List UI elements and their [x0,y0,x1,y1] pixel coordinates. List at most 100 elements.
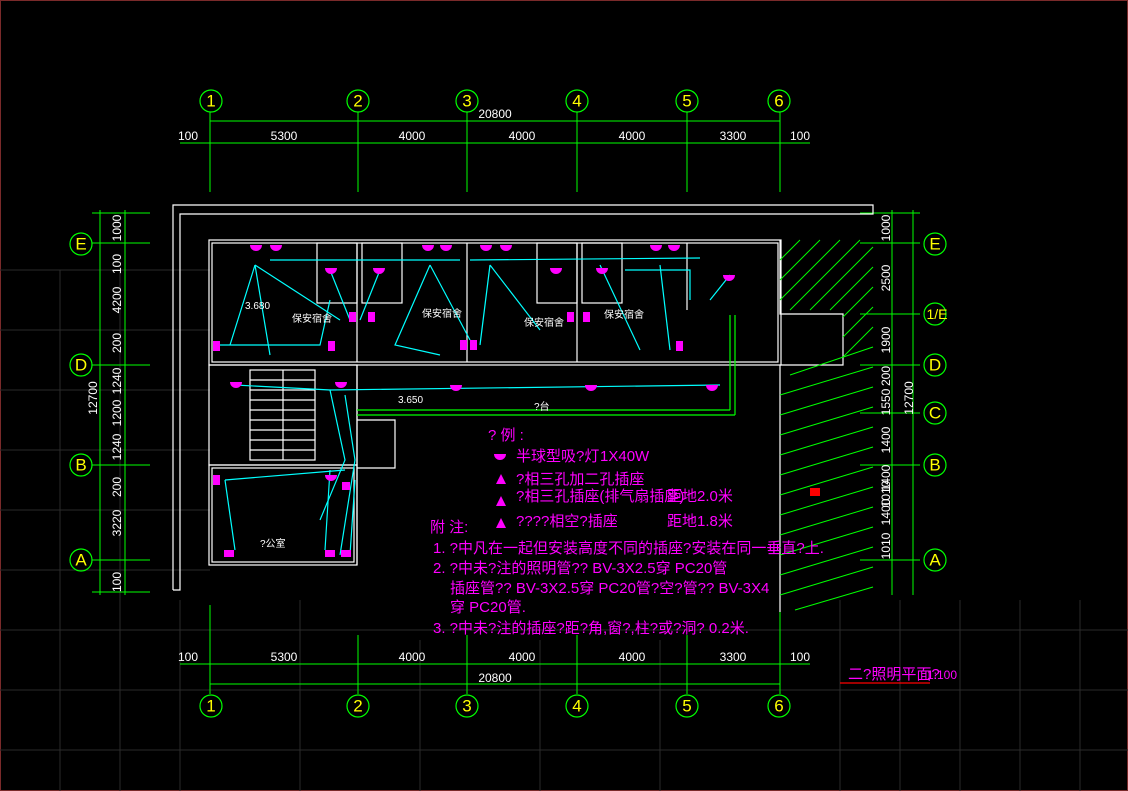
hatched-area [779,239,874,611]
right-dim-5: 1400 [879,426,893,453]
building-walls [172,204,874,612]
legend-item-2-text: ?相三孔加二孔插座 [516,471,644,488]
right-dim-3: 200 [879,366,893,386]
axis-right-d: D [929,356,941,375]
notes: 附 注: 1. ?中凡在一起但安装高度不同的插座?安装在同一垂直?上. 2. ?… [430,519,824,637]
legend-item-1-note: 1X40W [600,448,650,465]
axis-right-a: A [929,551,941,570]
legend-item-3-text: ?相三孔插座(排气扇插座) [516,488,684,505]
right-dim-6: 1400 [879,464,893,491]
top-dim-4: 4000 [619,129,646,143]
axis-left-a: A [75,551,87,570]
right-dim-1: 2500 [879,264,893,291]
axis-bubbles-right: E 1/E D C B A [923,232,948,572]
room-label-office: ?公室 [260,537,286,550]
legend-title: ? 例 : [488,427,524,444]
notes-line-1: 1. ?中凡在一起但安装高度不同的插座?安装在同一垂直?上. [433,540,824,557]
legend-item-4-note: 距地1.8米 [667,513,733,530]
axis-right-1e: 1/E [926,306,947,322]
axis-bottom-3: 3 [462,697,471,716]
right-dim-2: 1900 [879,326,893,353]
top-dim-6: 100 [790,129,810,143]
notes-line-4: 穿 PC20管. [450,599,526,616]
right-dim-8: 1400 [879,498,893,525]
axis-bubbles-left: E D B A [69,232,93,572]
axis-left-e: E [75,235,86,254]
bottom-dim-0: 100 [178,650,198,664]
axis-bubbles-bottom: 1 2 3 4 5 6 [199,694,791,718]
axis-bottom-1: 1 [206,697,215,716]
level-mark-2: 3.650 [398,395,423,406]
left-dim-3: 200 [110,333,124,353]
legend-ac-socket-icon [496,518,506,528]
top-dim-1: 5300 [271,129,298,143]
axis-left-b: B [75,456,86,475]
axis-left-d: D [75,356,87,375]
drawing-title: 二?照明平面? [848,666,940,683]
drawing-scale: 1:100 [927,668,957,682]
wiring [215,257,731,556]
drawing-title-block[interactable]: 二?照明平面? 1:100 [840,666,957,684]
right-total-height: 12700 [902,381,916,415]
top-dim-2: 4000 [399,129,426,143]
bottom-dim-4: 4000 [619,650,646,664]
notes-line-2: 2. ?中未?注的照明管?? BV-3X2.5穿 PC20管 [433,560,727,577]
left-total-height: 12700 [86,381,100,415]
left-dim-9: 100 [110,572,124,592]
legend-item-4-text: ????相空?插座 [516,513,618,530]
bottom-dim-6: 100 [790,650,810,664]
axis-bottom-4: 4 [572,697,581,716]
axis-bottom-5: 5 [682,697,691,716]
room-label-3: 保安宿舍 [524,316,564,329]
bottom-dimensions: 100 5300 4000 4000 4000 3300 100 20800 [178,605,810,694]
left-dim-4: 1240 [110,367,124,394]
axis-bottom-6: 6 [774,697,783,716]
axis-top-5: 5 [682,92,691,111]
legend-item-1-text: 半球型吸?灯 [516,448,599,465]
right-dim-7: 1010 [879,480,893,507]
legend: ? 例 : 半球型吸?灯 1X40W ?相三孔加二孔插座 ?相三孔插座(排气扇插… [488,427,733,530]
background-grid [0,269,1128,791]
bottom-dim-3: 4000 [509,650,536,664]
legend-item-3-note: 距地2.0米 [667,488,733,505]
top-dim-3: 4000 [509,129,536,143]
legend-exhaust-socket-icon [496,496,506,506]
bottom-total-width: 20800 [478,671,512,685]
left-dim-7: 200 [110,477,124,497]
axis-bubbles-top: 1 2 3 4 5 6 [199,89,791,113]
left-dim-6: 1240 [110,433,124,460]
bottom-dim-2: 4000 [399,650,426,664]
right-dimensions: 12700 1000 2500 1900 200 1550 1400 1400 … [860,210,920,595]
right-dim-0: 1000 [879,214,893,241]
legend-socket-icon [496,474,506,484]
top-dim-0: 100 [178,129,198,143]
top-dimensions: 20800 100 5300 4000 4000 4000 3300 100 [178,107,810,192]
room-label-terrace: ?台 [534,400,550,413]
axis-bottom-2: 2 [353,697,362,716]
axis-right-e: E [929,235,940,254]
axis-top-4: 4 [572,92,581,111]
bottom-dim-1: 5300 [271,650,298,664]
left-dimensions: 12700 1000 100 4200 200 1240 1200 1240 2… [86,210,150,595]
notes-line-3: 插座管?? BV-3X2.5穿 PC20管?空?管?? BV-3X4 [450,580,769,597]
axis-right-c: C [929,404,941,423]
notes-line-5: 3. ?中未?注的插座?距?角,窗?,柱?或?洞? 0.2米. [433,619,749,637]
axis-top-2: 2 [353,92,362,111]
left-dim-2: 4200 [110,286,124,313]
right-dim-4: 1550 [879,388,893,415]
axis-right-b: B [929,456,940,475]
room-label-4: 保安宿舍 [604,308,644,321]
room-labels: 保安宿舍 保安宿舍 保安宿舍 保安宿舍 ?公室 ?台 3.680 3.650 [245,301,644,550]
bottom-dim-5: 3300 [720,650,747,664]
room-label-2: 保安宿舍 [422,307,462,320]
right-dim-9: 1010 [879,532,893,559]
level-mark-1: 3.680 [245,301,270,312]
left-dim-1: 100 [110,254,124,274]
left-dim-0: 1000 [110,214,124,241]
left-dim-5: 1200 [110,399,124,426]
room-label-1: 保安宿舍 [292,312,332,325]
axis-top-3: 3 [462,92,471,111]
axis-top-6: 6 [774,92,783,111]
notes-title: 附 注: [430,519,468,536]
